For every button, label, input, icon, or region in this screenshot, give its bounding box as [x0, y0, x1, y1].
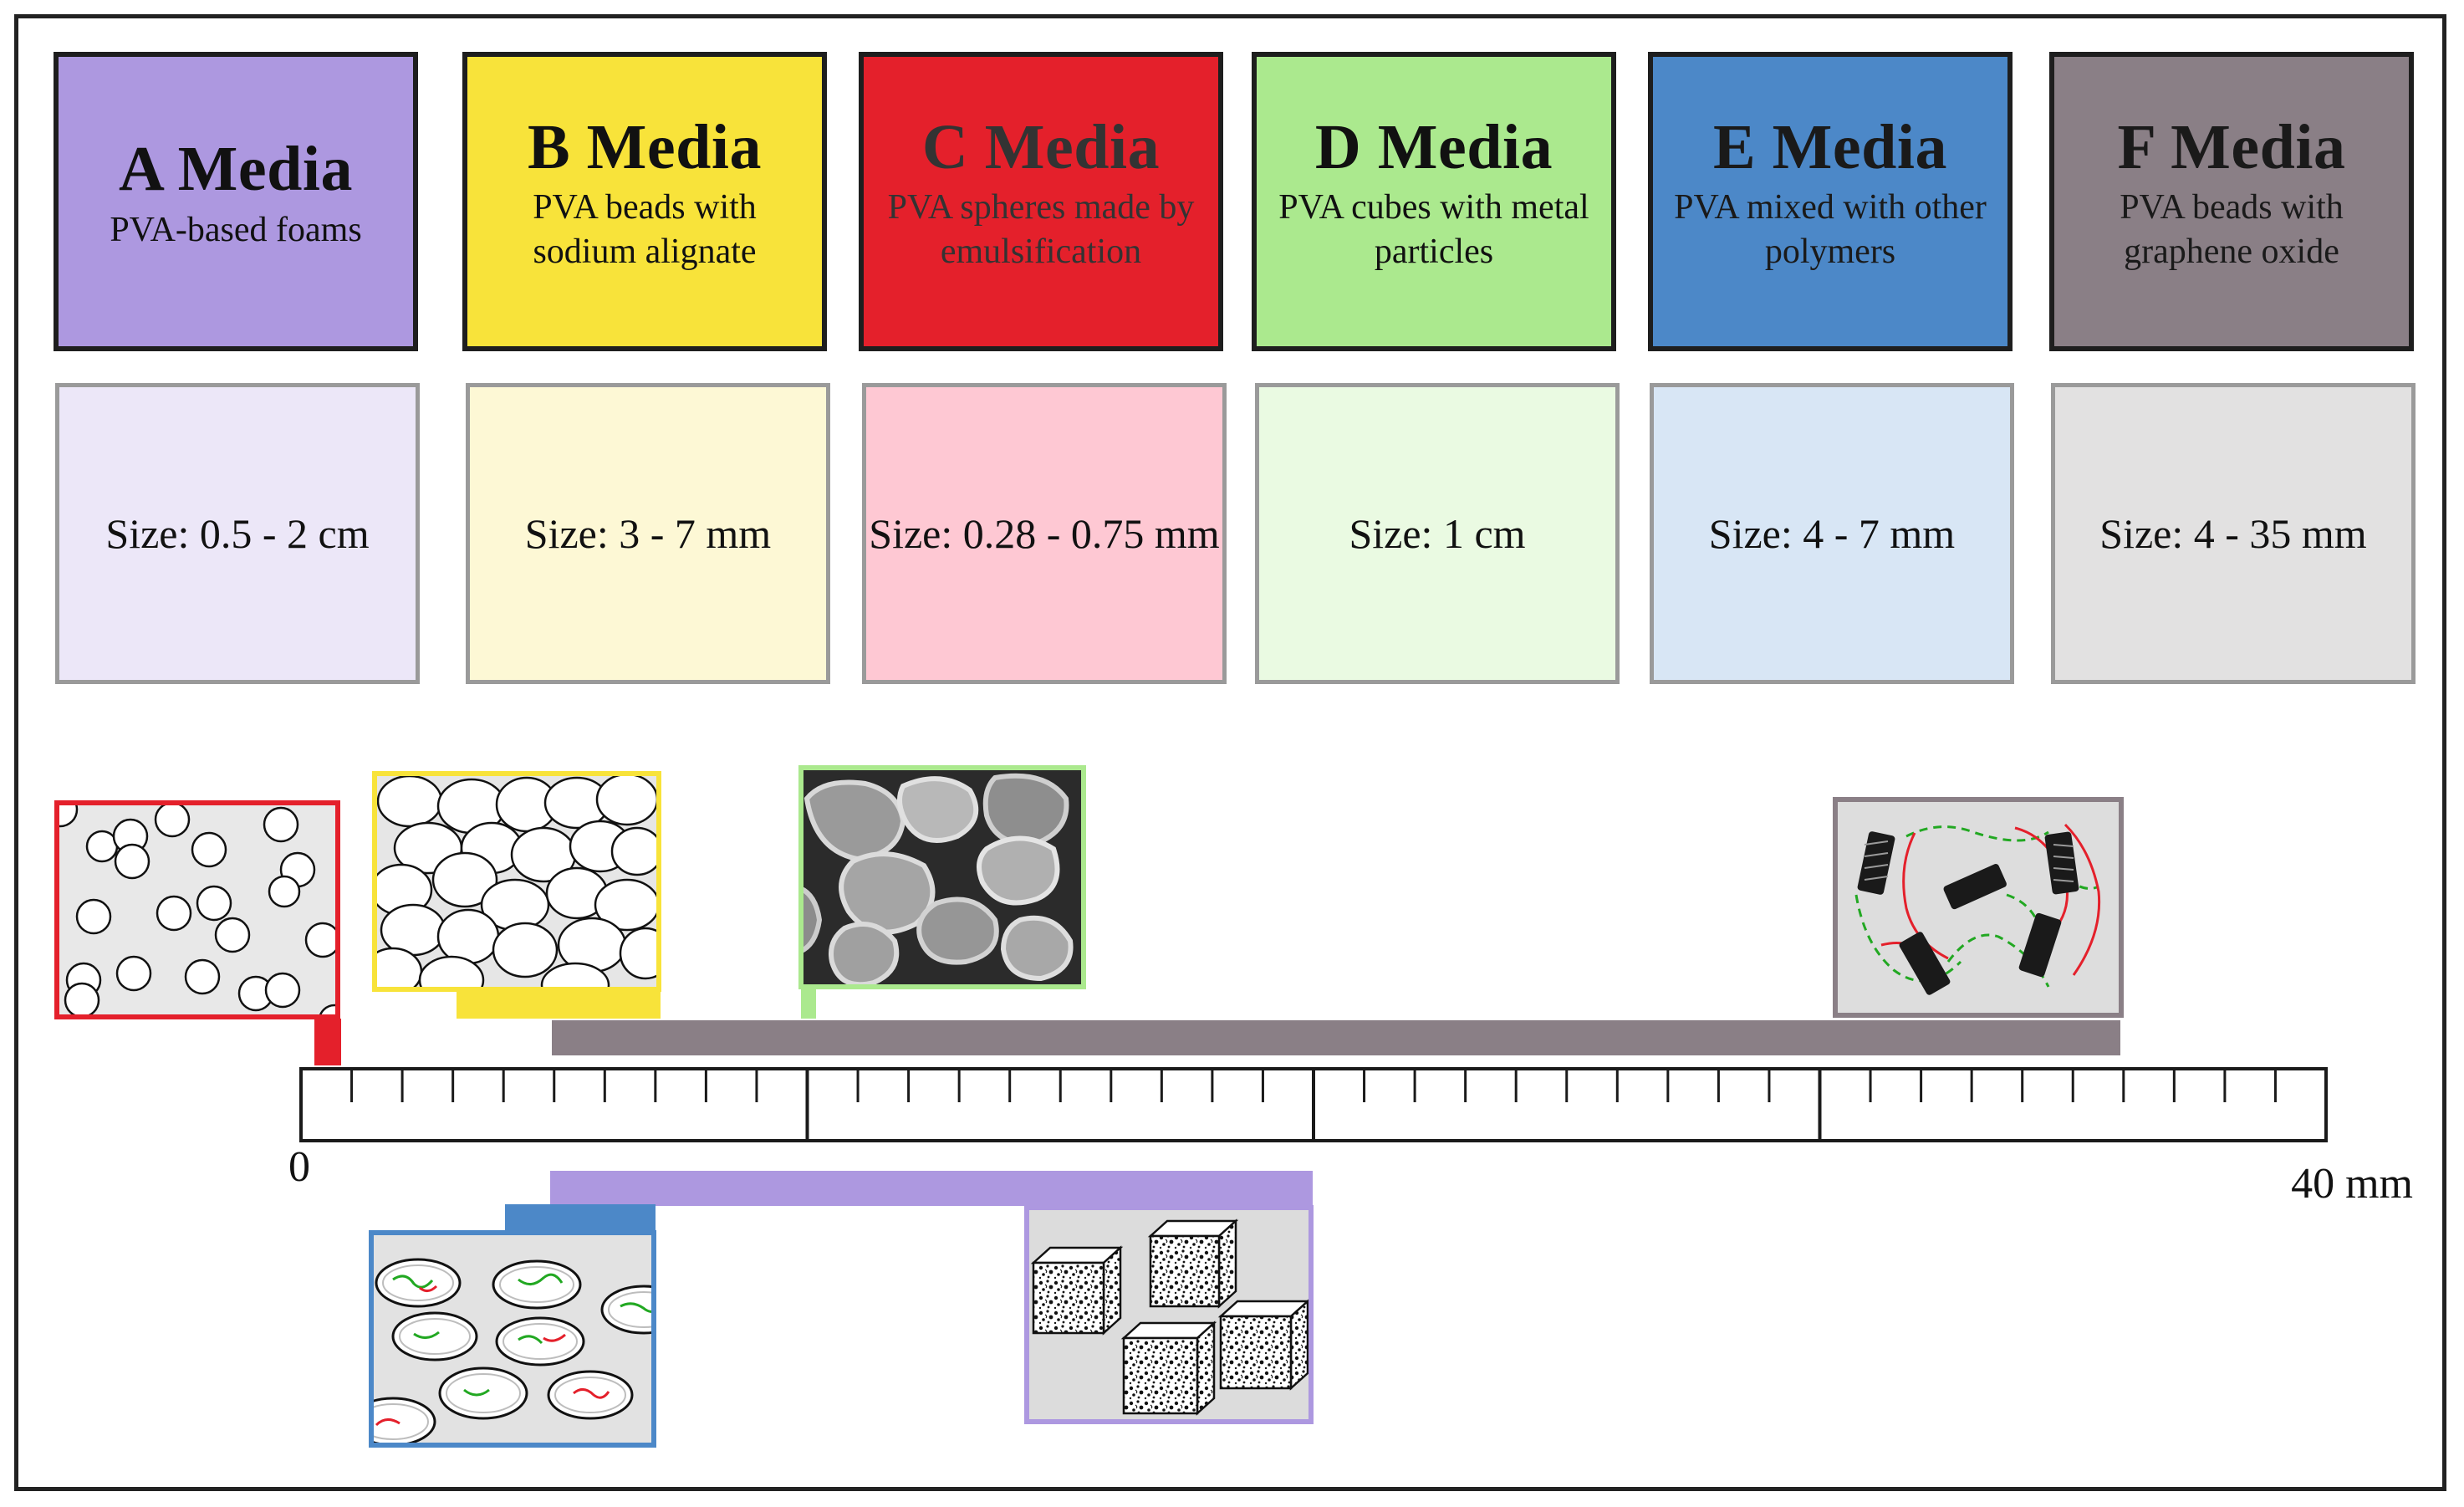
- media-e-size: Size: 4 - 7 mm: [1708, 510, 1956, 557]
- media-a-card: A Media PVA-based foams: [54, 52, 418, 351]
- scale-start-label: 0: [288, 1143, 310, 1191]
- media-e-range-bar: [505, 1204, 656, 1233]
- media-f-size-card: Size: 4 - 35 mm: [2051, 383, 2416, 684]
- media-d-size-card: Size: 1 cm: [1255, 383, 1620, 684]
- media-b-card: B Media PVA beads with sodium alignate: [462, 52, 827, 351]
- media-a-size: Size: 0.5 - 2 cm: [105, 510, 370, 557]
- media-e-description: PVA mixed with other polymers: [1674, 188, 1987, 271]
- media-b-range-bar: [457, 988, 661, 1019]
- media-f-title: F Media: [2117, 111, 2346, 182]
- media-a-illustration: [1024, 1205, 1314, 1424]
- figure-frame: [14, 14, 2446, 1491]
- media-b-illustration: [372, 771, 661, 992]
- mm-ruler: [299, 1067, 2328, 1142]
- media-d-card: D Media PVA cubes with metal particles: [1252, 52, 1616, 351]
- media-e-card: E Media PVA mixed with other polymers: [1648, 52, 2013, 351]
- media-b-title: B Media: [527, 111, 763, 182]
- media-a-size-card: Size: 0.5 - 2 cm: [55, 383, 420, 684]
- media-c-size-card: Size: 0.28 - 0.75 mm: [862, 383, 1227, 684]
- media-e-title: E Media: [1712, 111, 1948, 182]
- media-c-range-bar: [314, 1019, 341, 1065]
- media-d-illustration: [798, 765, 1086, 989]
- media-d-size: Size: 1 cm: [1349, 510, 1526, 557]
- media-c-title: C Media: [921, 111, 1161, 182]
- media-f-size: Size: 4 - 35 mm: [2099, 510, 2367, 557]
- media-c-size: Size: 0.28 - 0.75 mm: [869, 510, 1220, 557]
- media-c-description: PVA spheres made by emulsification: [887, 188, 1195, 271]
- media-d-description: PVA cubes with metal particles: [1278, 188, 1589, 271]
- media-b-description: PVA beads with sodium alignate: [533, 188, 757, 271]
- media-d-title: D Media: [1314, 111, 1553, 182]
- media-a-range-bar: [550, 1171, 1313, 1206]
- media-f-range-bar: [552, 1020, 2120, 1055]
- media-f-illustration: [1833, 797, 2124, 1018]
- media-f-description: PVA beads with graphene oxide: [2120, 188, 2344, 271]
- media-a-description: PVA-based foams: [110, 210, 362, 249]
- media-e-size-card: Size: 4 - 7 mm: [1650, 383, 2014, 684]
- media-b-size: Size: 3 - 7 mm: [524, 510, 772, 557]
- media-c-card: C Media PVA spheres made by emulsificati…: [859, 52, 1223, 351]
- media-f-card: F Media PVA beads with graphene oxide: [2049, 52, 2414, 351]
- scale-end-label: 40 mm: [2291, 1160, 2413, 1208]
- media-d-range-bar: [801, 987, 816, 1019]
- media-c-illustration: [54, 800, 340, 1019]
- media-b-size-card: Size: 3 - 7 mm: [466, 383, 830, 684]
- media-a-title: A Media: [118, 133, 354, 204]
- media-e-illustration: [369, 1230, 656, 1448]
